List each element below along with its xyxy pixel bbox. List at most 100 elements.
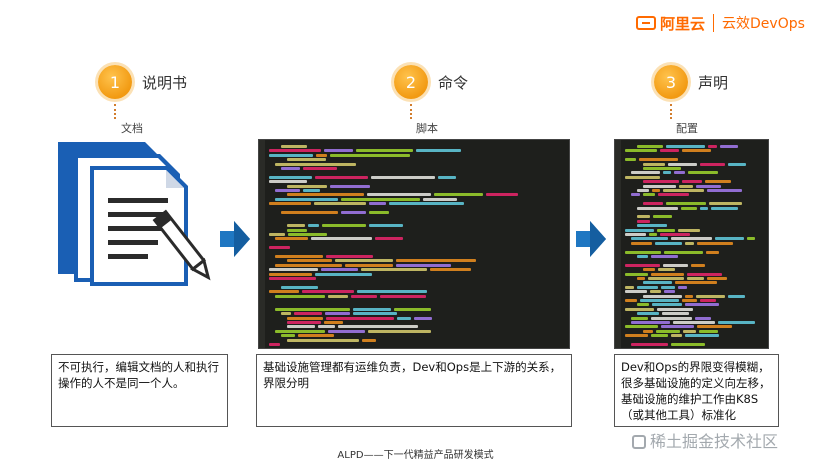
- code-line: [362, 338, 376, 342]
- code-line: [303, 167, 337, 170]
- code-line: [438, 175, 456, 179]
- code-line: [275, 263, 342, 267]
- code-line: [700, 206, 708, 210]
- step-3-badge: 3: [654, 65, 688, 99]
- arrow-right-icon: [220, 221, 250, 257]
- code-line: [287, 158, 326, 162]
- code-line: [326, 255, 373, 258]
- aliyun-logo: 阿里云: [636, 13, 705, 34]
- code-line: [708, 145, 717, 148]
- code-line: [643, 281, 672, 285]
- code-line: [678, 285, 687, 289]
- code-line: [269, 246, 290, 250]
- code-gutter: [615, 140, 621, 348]
- code-line: [707, 189, 742, 192]
- code-line: [651, 255, 678, 258]
- code-line: [414, 316, 432, 320]
- code-line: [625, 285, 634, 289]
- code-line: [652, 303, 682, 307]
- code-line: [657, 307, 693, 311]
- code-line: [303, 189, 320, 192]
- code-line: [728, 294, 745, 298]
- code-line: [281, 145, 307, 148]
- code-line: [288, 233, 327, 236]
- code-line: [396, 263, 451, 267]
- step-3-header: 3 声明: [654, 65, 728, 99]
- code-line: [656, 329, 680, 333]
- code-line: [660, 149, 679, 153]
- code-line: [643, 193, 655, 197]
- code-line: [709, 202, 742, 206]
- code-line: [661, 285, 675, 289]
- code-line: [685, 334, 719, 338]
- step-3-sub-label: 配置: [676, 122, 698, 135]
- code-line: [678, 228, 700, 232]
- step-3-connector: [670, 104, 672, 119]
- code-line: [326, 316, 394, 320]
- code-line: [302, 290, 354, 294]
- step-2-header: 2 命令: [394, 65, 468, 99]
- code-line: [671, 343, 705, 346]
- code-line: [269, 272, 312, 276]
- code-line: [631, 241, 652, 245]
- code-line: [281, 312, 291, 316]
- code-line: [423, 197, 457, 201]
- code-line: [666, 145, 705, 148]
- code-line: [325, 312, 350, 316]
- code-line: [394, 307, 431, 311]
- code-line: [314, 202, 366, 206]
- code-line: [357, 290, 427, 294]
- code-line: [275, 294, 325, 298]
- code-line: [637, 224, 667, 228]
- code-line: [298, 334, 334, 338]
- code-line: [651, 316, 692, 320]
- code-line: [643, 180, 679, 184]
- code-line: [330, 184, 370, 188]
- code-line: [287, 338, 359, 342]
- code-line: [637, 206, 678, 210]
- step-1-badge: 1: [98, 65, 132, 99]
- code-line: [318, 325, 335, 329]
- step-2-title: 命令: [438, 73, 469, 92]
- code-line: [287, 193, 364, 197]
- code-line: [631, 171, 660, 175]
- code-line: [625, 290, 647, 294]
- code-line: [328, 329, 365, 333]
- code-line: [682, 149, 711, 153]
- aliyun-logo-text: 阿里云: [660, 14, 706, 33]
- code-line: [640, 299, 679, 302]
- code-line: [666, 202, 706, 206]
- code-line: [718, 321, 755, 324]
- code-line: [315, 272, 372, 276]
- code-line: [416, 149, 461, 153]
- code-line: [287, 316, 323, 320]
- code-line: [705, 180, 731, 184]
- code-line: [720, 145, 738, 148]
- code-line: [685, 294, 693, 298]
- code-line: [367, 193, 431, 197]
- code-line: [671, 334, 682, 338]
- code-line: [625, 325, 658, 329]
- watermark-text: 稀土掘金技术社区: [650, 432, 779, 451]
- code-line: [321, 268, 358, 272]
- juejin-logo-icon: [632, 435, 646, 449]
- code-line: [315, 175, 368, 179]
- code-line: [662, 312, 689, 316]
- code-line: [269, 277, 316, 280]
- code-line: [430, 268, 471, 272]
- code-line: [625, 272, 648, 276]
- code-line: [625, 175, 660, 179]
- code-line: [691, 263, 705, 267]
- code-line: [269, 268, 318, 272]
- code-line: [637, 255, 648, 258]
- code-line: [685, 303, 719, 307]
- code-line: [294, 312, 322, 316]
- code-line: [287, 325, 315, 329]
- code-line: [338, 325, 418, 329]
- code-line: [375, 237, 403, 241]
- code-line: [637, 312, 659, 316]
- code-line: [681, 206, 697, 210]
- code-line: [696, 184, 721, 188]
- code-line: [685, 241, 694, 245]
- code-line: [648, 277, 684, 280]
